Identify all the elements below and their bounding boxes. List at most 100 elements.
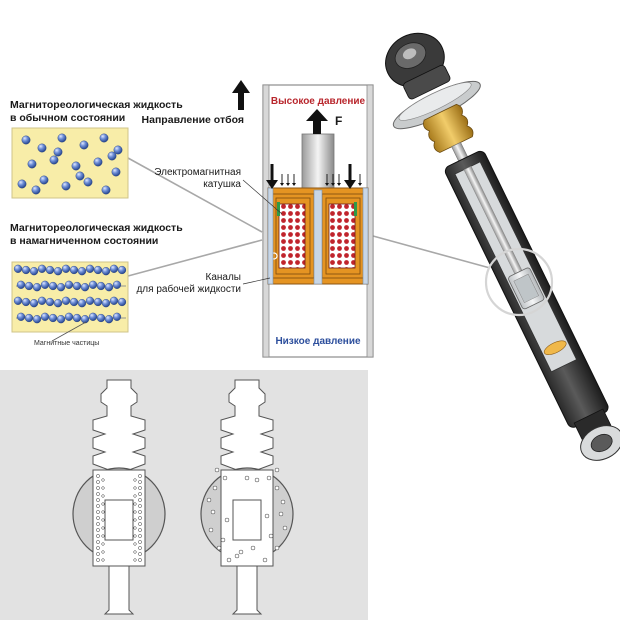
particle bbox=[109, 264, 119, 273]
particle bbox=[138, 558, 142, 562]
magnifier-circle bbox=[484, 247, 554, 317]
up-arrow-icon bbox=[232, 80, 250, 110]
particle bbox=[40, 280, 50, 289]
particle bbox=[77, 299, 87, 308]
channel-left bbox=[267, 187, 274, 285]
particle bbox=[24, 281, 34, 291]
particle bbox=[220, 537, 226, 543]
particle bbox=[96, 522, 100, 526]
coil-label-1: Электромагнитная bbox=[154, 167, 241, 178]
particle bbox=[112, 312, 122, 321]
particle bbox=[72, 281, 82, 291]
particle bbox=[133, 494, 137, 498]
particle bbox=[210, 509, 216, 515]
particle bbox=[99, 133, 109, 143]
particle bbox=[72, 313, 82, 323]
particle bbox=[37, 143, 47, 153]
particle bbox=[238, 549, 244, 555]
particle bbox=[29, 299, 39, 308]
particle bbox=[138, 492, 142, 496]
particle bbox=[13, 296, 23, 305]
particle bbox=[101, 526, 105, 530]
particle bbox=[27, 159, 37, 169]
particle bbox=[16, 312, 26, 321]
particle bbox=[112, 280, 122, 289]
particle bbox=[80, 315, 90, 324]
particle bbox=[37, 296, 47, 305]
particle bbox=[138, 504, 142, 508]
particle bbox=[48, 313, 58, 323]
force-arrow-icon bbox=[306, 109, 328, 134]
particle bbox=[133, 478, 137, 482]
mr-fluid-magnetized-title-2: в намагниченном состоянии bbox=[10, 235, 158, 247]
particle bbox=[244, 475, 250, 481]
particle bbox=[101, 267, 111, 276]
particle bbox=[96, 498, 100, 502]
particle bbox=[32, 283, 42, 292]
particle bbox=[133, 518, 137, 522]
particle bbox=[80, 283, 90, 292]
particle bbox=[83, 177, 93, 187]
particle bbox=[96, 540, 100, 544]
particle bbox=[206, 497, 212, 503]
connector-lines bbox=[127, 157, 491, 277]
channels-label-2: для рабочей жидкости bbox=[136, 283, 241, 295]
particle bbox=[101, 558, 105, 562]
particle bbox=[138, 510, 142, 514]
particle bbox=[138, 498, 142, 502]
shock-absorber-illustration bbox=[385, 32, 620, 461]
particle bbox=[96, 546, 100, 550]
particle bbox=[61, 296, 71, 305]
particle bbox=[101, 518, 105, 522]
particle bbox=[16, 280, 26, 289]
coil-left bbox=[278, 203, 306, 269]
particle bbox=[274, 467, 280, 473]
particle bbox=[88, 280, 98, 289]
particle bbox=[133, 550, 137, 554]
particle bbox=[96, 486, 100, 490]
particle bbox=[216, 545, 222, 551]
bottom-comparison-panel bbox=[0, 370, 368, 620]
scattered-particles bbox=[17, 133, 123, 195]
particle bbox=[104, 315, 114, 324]
particle bbox=[274, 545, 280, 551]
scattered-particles-section bbox=[206, 467, 288, 563]
particle bbox=[274, 485, 280, 491]
aligned-particles bbox=[96, 474, 142, 562]
particle bbox=[133, 558, 137, 562]
particle bbox=[96, 492, 100, 496]
particle bbox=[282, 525, 288, 531]
particle bbox=[107, 151, 117, 161]
particle bbox=[101, 550, 105, 554]
channel-center bbox=[313, 189, 323, 285]
damper-outline-normal bbox=[72, 379, 166, 615]
particle bbox=[71, 161, 81, 171]
particle bbox=[101, 185, 111, 195]
mr-fluid-normal-panel: Магнитореологическая жидкость в обычном … bbox=[10, 99, 183, 199]
particle bbox=[133, 534, 137, 538]
particle bbox=[226, 557, 232, 563]
particle bbox=[268, 533, 274, 539]
particle bbox=[264, 513, 270, 519]
particle bbox=[101, 502, 105, 506]
particle bbox=[88, 312, 98, 321]
mr-fluid-normal-title-2: в обычном состоянии bbox=[10, 112, 125, 124]
particle bbox=[96, 552, 100, 556]
mr-fluid-magnetized-title-1: Магнитореологическая жидкость bbox=[10, 222, 183, 234]
particle bbox=[133, 486, 137, 490]
bottom-panel-bg bbox=[0, 370, 368, 620]
coil-right bbox=[328, 203, 356, 269]
particle bbox=[101, 494, 105, 498]
particle bbox=[45, 297, 55, 307]
particle bbox=[280, 499, 286, 505]
particle bbox=[61, 181, 71, 191]
damper-outline-magnetized bbox=[200, 379, 294, 615]
particle bbox=[93, 157, 103, 167]
particle bbox=[212, 485, 218, 491]
particle bbox=[254, 477, 260, 483]
particle bbox=[138, 540, 142, 544]
particle bbox=[138, 534, 142, 538]
particle bbox=[222, 475, 228, 481]
particle bbox=[69, 265, 79, 275]
particle bbox=[37, 264, 47, 273]
